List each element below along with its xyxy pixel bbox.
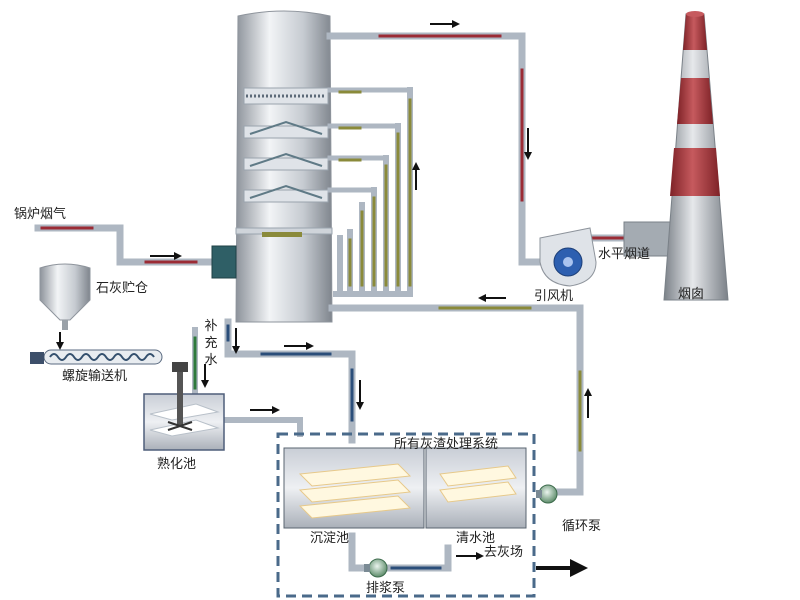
circulation-pump-label: 循环泵 — [562, 519, 602, 534]
lime-silo — [39, 263, 91, 330]
slaking-outlet-pipe — [221, 417, 303, 437]
flue-gas-inlet-pipe — [34, 224, 216, 266]
recirculation-pipes — [327, 87, 413, 297]
horizontal-flue-label: 水平烟道 — [598, 247, 651, 262]
spray-level-1 — [243, 120, 329, 139]
flow-arrows — [56, 20, 592, 560]
clear-water-tank — [425, 447, 527, 529]
ash-system-label: 所有灰渣处理系统 — [394, 437, 499, 452]
settling-tank-label: 沉淀池 — [310, 531, 350, 546]
chimney — [623, 11, 729, 301]
slurry-discharge-pipe — [348, 532, 452, 572]
chimney-label: 烟囱 — [678, 287, 705, 302]
clear-water-tank-label: 清水池 — [456, 531, 496, 546]
spray-level-3 — [243, 184, 329, 203]
induced-draft-fan — [539, 227, 597, 287]
screw-conveyor-label: 螺旋输送机 — [62, 369, 128, 384]
circulation-pump — [536, 484, 558, 504]
flue-gas-inlet-duct — [211, 245, 237, 279]
slurry-pump — [364, 558, 388, 578]
demister-tray — [243, 87, 329, 105]
spray-level-2 — [243, 152, 329, 171]
induced-draft-fan-label: 引风机 — [534, 289, 574, 304]
settling-tank — [283, 447, 425, 529]
to-ash-yard-label: 去灰场 — [484, 545, 524, 560]
absorber-tower — [235, 10, 333, 323]
to-ash-yard-arrow — [536, 559, 588, 577]
boiler-flue-gas-label: 锅炉烟气 — [14, 207, 67, 222]
slurry-pump-label: 排浆泵 — [366, 581, 406, 596]
slaking-tank — [143, 362, 225, 451]
ash-system-boundary — [276, 432, 536, 598]
screw-conveyor — [30, 349, 163, 365]
lime-silo-label: 石灰贮仓 — [96, 281, 149, 296]
slaking-tank-label: 熟化池 — [157, 457, 197, 472]
makeup-water-label: 补充水 — [204, 319, 218, 368]
